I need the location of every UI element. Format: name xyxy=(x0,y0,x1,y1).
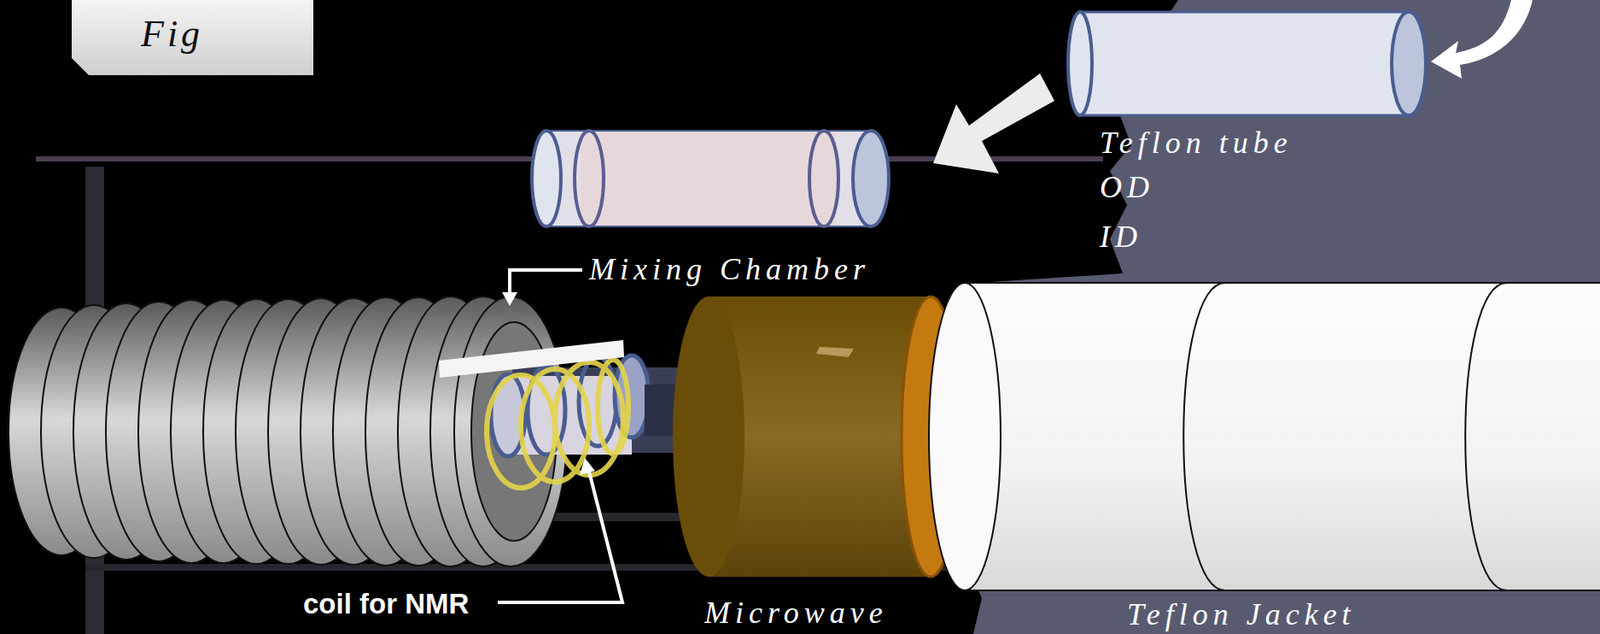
dimension-label: OD xyxy=(1099,169,1155,205)
part-label: Microwave xyxy=(704,594,888,631)
figure-title: Fig xyxy=(140,11,204,56)
part-label: Mixing Chamber xyxy=(589,251,871,287)
part-label: Teflon Jacket xyxy=(1127,595,1356,632)
dimension-label: ID xyxy=(1099,218,1143,255)
part-label: Teflon tube xyxy=(1099,124,1293,161)
part-label: coil for NMR xyxy=(303,587,469,620)
